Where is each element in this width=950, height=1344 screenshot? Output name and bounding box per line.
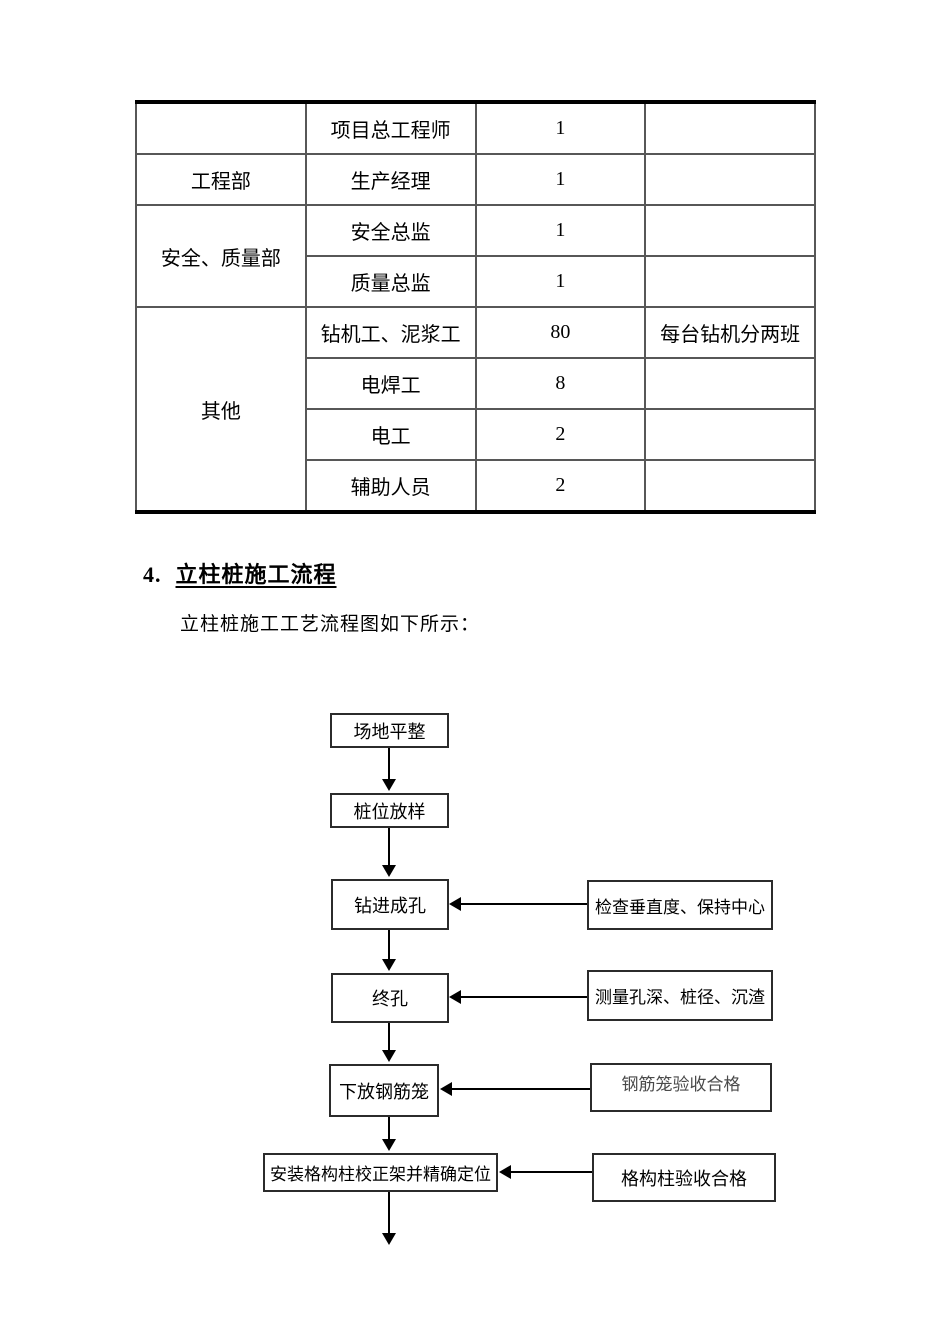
table-cell-role: 电工 — [304, 408, 477, 461]
table-cell-count: 1 — [474, 101, 647, 155]
flow-step-site-leveling: 场地平整 — [330, 713, 449, 748]
table-cell-count: 1 — [474, 153, 647, 206]
intro-text: 立柱桩施工工艺流程图如下所示： — [180, 614, 481, 635]
section-number: 4. — [143, 562, 162, 587]
table-row: 其他 钻机工、泥浆工 80 每台钻机分两班 — [135, 306, 816, 513]
table-cell-role: 安全总监 — [304, 204, 477, 257]
down-arrow — [382, 1117, 396, 1151]
table-cell-note — [644, 357, 816, 410]
flow-step-final-hole: 终孔 — [331, 973, 449, 1023]
flow-step-drilling: 钻进成孔 — [331, 879, 449, 930]
down-arrow — [382, 1023, 396, 1062]
table-row: 项目总工程师 1 — [135, 101, 816, 155]
table-cell-dept: 工程部 — [135, 153, 307, 206]
table-row: 工程部 生产经理 1 — [135, 153, 816, 206]
table-cell-count: 2 — [474, 408, 647, 461]
left-arrow — [499, 1165, 592, 1179]
table-row: 安全、质量部 安全总监 1 — [135, 204, 816, 308]
table-row: 辅助人员 2 — [136, 459, 816, 513]
table-cell-role: 质量总监 — [304, 255, 477, 308]
table-cell-role: 项目总工程师 — [304, 101, 477, 155]
flow-check-verticality: 检查垂直度、保持中心 — [587, 880, 773, 930]
left-arrow — [440, 1082, 590, 1096]
table-cell-count: 8 — [474, 357, 647, 410]
flow-check-hole-measure: 测量孔深、桩径、沉渣 — [587, 970, 773, 1021]
flow-check-rebar-cage: 钢筋笼验收合格 — [590, 1063, 772, 1112]
table-cell-note — [644, 101, 816, 155]
table-cell-role: 钻机工、泥浆工 — [304, 306, 477, 359]
table-cell-role: 生产经理 — [304, 153, 477, 206]
section-title: 立柱桩施工流程 — [175, 562, 337, 587]
table-cell-role: 电焊工 — [304, 357, 477, 410]
down-arrow — [382, 930, 396, 971]
left-arrow — [449, 897, 587, 911]
table-cell-count: 80 — [474, 306, 647, 359]
down-arrow — [382, 1192, 396, 1245]
table-cell-dept: 安全、质量部 — [135, 204, 307, 308]
table-cell-note: 每台钻机分两班 — [644, 306, 816, 359]
table-row: 电焊工 8 — [136, 357, 816, 410]
table-cell-count: 1 — [474, 204, 647, 257]
down-arrow — [382, 748, 396, 791]
table-cell-count: 1 — [474, 255, 647, 308]
section-heading: 4. 立柱桩施工流程 — [143, 557, 337, 589]
flow-check-lattice-column: 格构柱验收合格 — [592, 1153, 776, 1202]
table-cell-dept — [135, 101, 307, 155]
table-cell-note — [644, 459, 816, 513]
table-cell-role: 辅助人员 — [304, 459, 477, 513]
flow-step-rebar-cage: 下放钢筋笼 — [329, 1064, 439, 1117]
staffing-table: 项目总工程师 1 工程部 生产经理 1 安全、质量部 安全总监 1 质量总监 1… — [135, 100, 816, 514]
table-cell-note — [644, 204, 816, 257]
table-row: 电工 2 — [136, 408, 816, 461]
left-arrow — [449, 990, 587, 1004]
table-cell-note — [644, 153, 816, 206]
flow-step-lattice-column: 安装格构柱校正架并精确定位 — [263, 1153, 498, 1192]
table-cell-note — [644, 408, 816, 461]
down-arrow — [382, 828, 396, 877]
table-cell-note — [644, 255, 816, 308]
table-row: 质量总监 1 — [136, 255, 816, 308]
table-cell-count: 2 — [474, 459, 647, 513]
table-cell-dept: 其他 — [135, 306, 307, 513]
flow-step-pile-setout: 桩位放样 — [330, 793, 449, 828]
